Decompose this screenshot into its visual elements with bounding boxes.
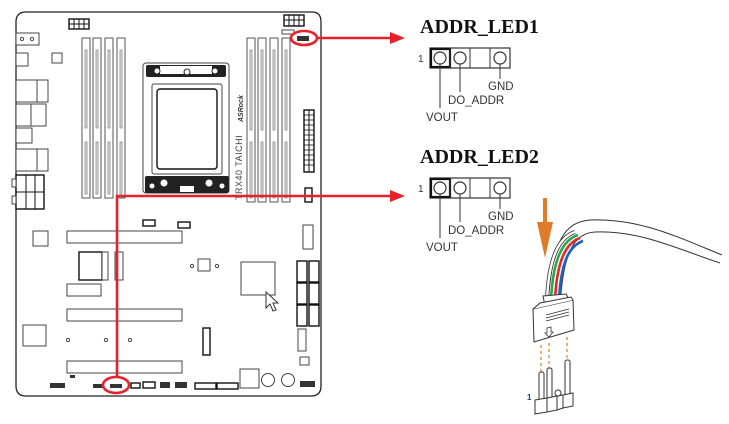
gnd-label: GND bbox=[488, 211, 514, 223]
brand-logo-text: ASRock bbox=[238, 94, 245, 123]
chipset-box bbox=[78, 251, 103, 281]
down-arrow-icon bbox=[544, 326, 554, 338]
cpu-socket bbox=[142, 62, 230, 194]
model-text: TRX40 TAICHI bbox=[234, 135, 244, 200]
addr-led1-board-connector bbox=[297, 36, 309, 41]
callout-addr-led1 bbox=[289, 29, 405, 47]
pcie-slot bbox=[66, 308, 183, 322]
component-box bbox=[32, 230, 49, 247]
pin1-label: 1 bbox=[418, 184, 424, 195]
insert-arrow-icon bbox=[537, 198, 553, 258]
rear-io bbox=[11, 32, 63, 210]
header-title: ADDR_LED2 bbox=[420, 146, 539, 168]
wires bbox=[545, 230, 584, 301]
atx-power-connector bbox=[303, 109, 315, 173]
fan-header bbox=[177, 221, 191, 229]
cpu-power-connector-2 bbox=[281, 14, 305, 35]
pin-header bbox=[534, 359, 574, 415]
board-outline bbox=[15, 11, 322, 397]
m2-connector bbox=[202, 327, 211, 356]
chipset bbox=[240, 261, 276, 296]
component-box bbox=[22, 324, 47, 347]
do-addr-label: DO_ADDR bbox=[448, 95, 504, 107]
callout-addr-led2 bbox=[101, 190, 405, 395]
addr-led2-pinout: ADDR_LED2 1 GND DO_ADDR VOUT bbox=[418, 146, 539, 254]
arrow-head-icon bbox=[390, 190, 405, 202]
fan-header bbox=[142, 219, 156, 227]
addr-led1-pinout: ADDR_LED1 1 GND DO_ADDR VOUT bbox=[418, 16, 539, 124]
dimm-slots-left bbox=[81, 37, 126, 199]
vout-label: VOUT bbox=[426, 112, 458, 124]
cpu-power-connector bbox=[68, 18, 90, 30]
vout-label: VOUT bbox=[426, 242, 458, 254]
addr-led2-board-connector bbox=[110, 384, 122, 388]
arrow-head-icon bbox=[390, 32, 405, 44]
pin1-label: 1 bbox=[418, 54, 424, 65]
connector-housing bbox=[532, 293, 575, 343]
mouse-cursor-icon bbox=[265, 290, 280, 312]
alignment-guides bbox=[540, 337, 568, 372]
front-usb-header bbox=[302, 224, 314, 250]
pcie-slot bbox=[66, 360, 183, 374]
motherboard: ASRock TRX40 TAICHI bbox=[11, 11, 322, 397]
do-addr-label: DO_ADDR bbox=[448, 225, 504, 237]
bottom-headers bbox=[50, 368, 315, 390]
gnd-label: GND bbox=[488, 81, 514, 93]
cable-illustration: 1 bbox=[527, 198, 723, 415]
pcie-slot bbox=[66, 230, 183, 244]
dimm-slots-right bbox=[246, 37, 291, 203]
header-title: ADDR_LED1 bbox=[420, 16, 539, 38]
sata-ports bbox=[296, 260, 320, 327]
pin1-label: 1 bbox=[527, 393, 532, 402]
